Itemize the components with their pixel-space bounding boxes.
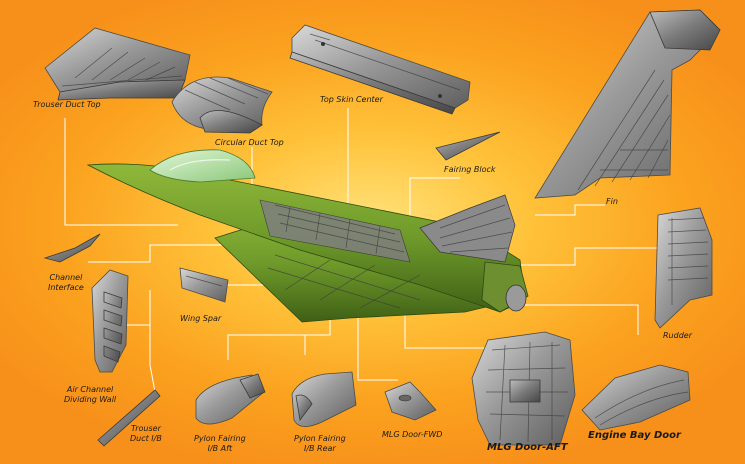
label-pylon-rear-line2: I/B Rear — [303, 444, 336, 453]
mlg-door-fwd-part — [384, 381, 437, 421]
label-wing-spar: Wing Spar — [180, 314, 222, 323]
fairing-block-part — [435, 131, 501, 161]
label-circular-duct-top: Circular Duct Top — [215, 138, 284, 147]
label-trouser-duct-ib-line2: Duct I/B — [130, 434, 162, 443]
label-top-skin-center: Top Skin Center — [320, 95, 383, 104]
label-air-channel-line2: Dividing Wall — [64, 395, 117, 404]
label-air-channel-line1: Air Channel — [66, 385, 114, 394]
label-rudder: Rudder — [663, 331, 692, 340]
label-pylon-aft-line1: Pylon Fairing — [194, 434, 246, 443]
pylon-fairing-ib-rear-part — [291, 371, 357, 427]
label-air-channel-dividing-wall: Air Channel Dividing Wall — [64, 385, 116, 405]
label-mlg-door-fwd: MLG Door-FWD — [382, 430, 443, 439]
label-channel-interface: Channel Interface — [48, 273, 84, 293]
channel-interface-part — [43, 233, 101, 263]
label-pylon-fairing-ib-rear: Pylon Fairing I/B Rear — [294, 434, 346, 454]
aircraft-model — [86, 149, 529, 323]
label-pylon-fairing-ib-aft: Pylon Fairing I/B Aft — [194, 434, 246, 454]
trouser-duct-ib-part — [97, 389, 161, 447]
rudder-part — [654, 207, 713, 329]
label-fin: Fin — [606, 197, 618, 206]
circular-duct-top-part — [171, 76, 273, 134]
top-skin-center-part — [289, 24, 471, 115]
trouser-duct-top-part — [44, 27, 191, 101]
label-pylon-rear-line1: Pylon Fairing — [294, 434, 346, 443]
label-trouser-duct-ib-line1: Trouser — [130, 424, 161, 433]
engine-bay-door-part — [581, 364, 691, 431]
pylon-fairing-ib-aft-part — [195, 373, 266, 425]
label-channel-interface-line2: Interface — [48, 283, 84, 292]
air-channel-dividing-wall-part — [91, 269, 129, 373]
mlg-door-aft-part — [471, 331, 576, 446]
label-trouser-duct-ib: Trouser Duct I/B — [130, 424, 162, 444]
label-trouser-duct-top: Trouser Duct Top — [33, 100, 101, 109]
label-pylon-aft-line2: I/B Aft — [207, 444, 233, 453]
leader-lines — [64, 108, 665, 393]
fin-part — [534, 9, 721, 199]
label-channel-interface-line1: Channel — [49, 273, 83, 282]
label-engine-bay-door: Engine Bay Door — [588, 430, 681, 441]
label-mlg-door-aft: MLG Door-AFT — [487, 442, 568, 453]
label-fairing-block: Fairing Block — [444, 165, 496, 174]
wing-spar-part — [179, 267, 229, 303]
